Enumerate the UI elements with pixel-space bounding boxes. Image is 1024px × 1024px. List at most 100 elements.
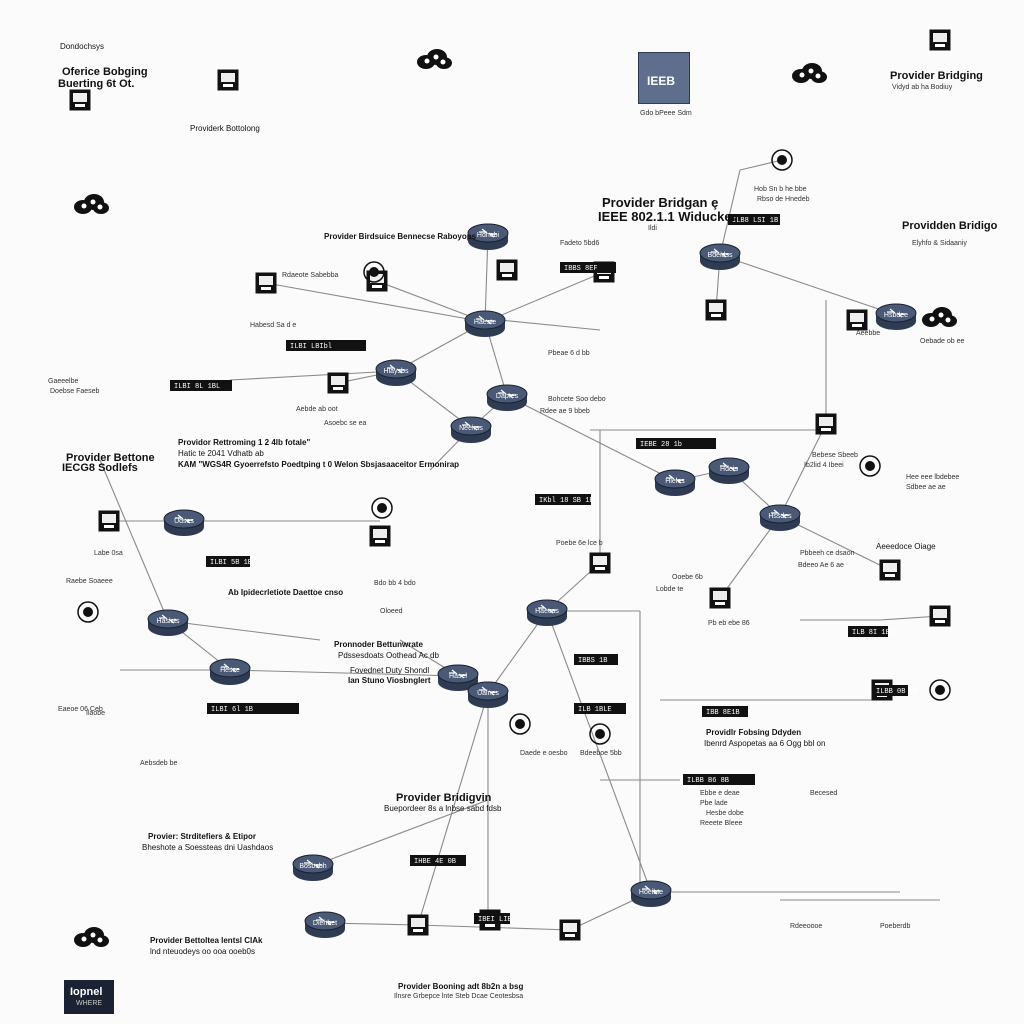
connection-lines — [99, 159, 941, 931]
router-label: Diehbet — [313, 920, 337, 927]
device-caption: Poeberdb — [880, 923, 911, 930]
device-icon[interactable] — [509, 713, 531, 735]
switch-icon[interactable] — [929, 29, 951, 51]
title-mid-left-3: KAM "WGS4R Gyoerrefsto Poedtping t 0 Wel… — [178, 460, 460, 469]
connection-line — [376, 280, 486, 323]
title-top-left-3: Buerting 6t Ot. — [58, 78, 135, 90]
router-label: Hasel — [449, 673, 467, 680]
cloud-icon[interactable] — [74, 927, 109, 947]
device-caption: Doebse Faeseb — [50, 388, 100, 395]
title-main-note: Ildi — [648, 225, 657, 232]
device-caption: Aeebbe — [856, 330, 881, 337]
title-provider-left: Providerk Bottolong — [190, 124, 260, 133]
router-label: Hdeis — [720, 466, 738, 473]
device-icon[interactable] — [929, 679, 951, 701]
bottom-center-4: Ilnsre Grbepce lnte Steb Dcae Ceotesbsa — [394, 993, 524, 1000]
router-label: Hasicts — [157, 618, 180, 625]
switch-icon[interactable] — [327, 372, 349, 394]
connection-line — [99, 459, 169, 622]
switch-icon[interactable] — [369, 525, 391, 547]
device-caption: Habesd Sa d e — [250, 322, 297, 329]
cloud-icon[interactable] — [74, 194, 109, 214]
switch-icon[interactable] — [815, 413, 837, 435]
provider-center-r3: Fovednet Duty Shondl — [350, 666, 430, 675]
label-bar-text: ILB 1BLE — [578, 706, 612, 714]
device-caption: Poebe 6e lce b — [556, 540, 603, 547]
router-label: Hieles — [665, 478, 685, 485]
label-bar-text: IHBE 4E 0B — [414, 858, 456, 866]
router-label: Bdeidss — [708, 252, 733, 259]
left-logo-sub: WHERE — [76, 1000, 103, 1007]
switch-icon[interactable] — [255, 272, 277, 294]
provider-center-r4: Ian Stuno Viosbnglert — [348, 676, 431, 685]
label-bar-text: ILBI 6l 1B — [211, 706, 253, 714]
label-bar-text: ILBB 0B 6B — [876, 688, 918, 696]
bottom-center-3: Provider Booning adt 8b2n a bsg — [398, 982, 524, 991]
device-caption: Labe 0sa — [94, 550, 123, 557]
connection-line — [167, 620, 321, 641]
label-bar — [410, 855, 466, 866]
device-caption: Sdbee ae ae — [906, 484, 946, 491]
provider-center-r2: Pdssesdoats Oothead Ac db — [338, 651, 439, 660]
label-bar — [560, 262, 616, 273]
device-caption: Pbeae 6 d bb — [548, 350, 590, 357]
label-bar-text: IKbl 18 SB 1B — [539, 497, 594, 505]
device-caption: Reeete Bleee — [700, 820, 743, 827]
switch-icon[interactable] — [69, 89, 91, 111]
label-bar-text: IBBS 1B — [578, 657, 607, 665]
router-label: Neeirss — [459, 425, 483, 432]
cloud-icon[interactable] — [417, 49, 452, 69]
left-logo-label: Iopnel — [70, 986, 103, 998]
switch-icon[interactable] — [559, 919, 581, 941]
device-icon[interactable] — [859, 455, 881, 477]
label-bar — [728, 214, 780, 225]
top-ieee-label: IEEB — [647, 74, 676, 88]
cloud-icon[interactable] — [792, 63, 827, 83]
router-label: Daptes — [496, 393, 519, 400]
device-icon[interactable] — [771, 149, 793, 171]
switch-icon[interactable] — [879, 559, 901, 581]
device-caption: Hee eee lbdebee — [906, 474, 960, 481]
label-bar — [636, 438, 716, 449]
connection-line — [484, 271, 605, 323]
label-bar — [474, 913, 510, 924]
router-label: Hesce — [220, 667, 240, 674]
device-caption: Bohcete Soo debo — [548, 396, 606, 403]
switch-icon[interactable] — [496, 259, 518, 281]
switch-icon[interactable] — [846, 309, 868, 331]
bottom-center-1: Provider Bridigvin — [396, 792, 492, 804]
switch-icon[interactable] — [98, 510, 120, 532]
switch-icon[interactable] — [589, 552, 611, 574]
device-icon[interactable] — [371, 497, 393, 519]
router-label: Hoeibte — [639, 889, 663, 896]
bottom-left-2: Bheshote a Soessteas dni Uashdaos — [142, 843, 274, 852]
left-logo-box: Iopnel WHERE — [64, 980, 114, 1014]
label-bar-text: IBB 8E1B — [706, 709, 740, 717]
switch-icon[interactable] — [217, 69, 239, 91]
device-caption: Bdeeboe 5bb — [580, 750, 622, 757]
cloud-icon[interactable] — [922, 307, 957, 327]
title-main-sub: IEEE 802.1.1 Widucker — [598, 209, 737, 224]
label-bar — [206, 556, 250, 567]
connection-line — [739, 159, 783, 171]
switch-icon[interactable] — [929, 605, 951, 627]
device-caption: Asoebc se ea — [324, 420, 367, 427]
label-bar — [872, 685, 908, 696]
device-caption: Bdo bb 4 bdo — [374, 580, 416, 587]
device-caption: Pbe lade — [700, 800, 728, 807]
label-bar — [683, 774, 755, 785]
device-caption: Rbso de Hnedeb — [757, 196, 810, 203]
bottom-left-3: Provider Bettoltea lentsl CIAk — [150, 936, 263, 945]
connection-line — [265, 282, 486, 323]
switch-icon[interactable] — [705, 299, 727, 321]
device-icon[interactable] — [77, 601, 99, 623]
switch-icon[interactable] — [407, 914, 429, 936]
label-bar — [207, 703, 299, 714]
connection-line — [229, 370, 397, 381]
connection-line — [229, 669, 459, 677]
switch-icon[interactable] — [709, 587, 731, 609]
title-provider-right: Providden Bridigo — [902, 220, 998, 232]
device-caption: Daede e oesbo — [520, 750, 568, 757]
device-caption: Raebe Soaeee — [66, 578, 113, 585]
